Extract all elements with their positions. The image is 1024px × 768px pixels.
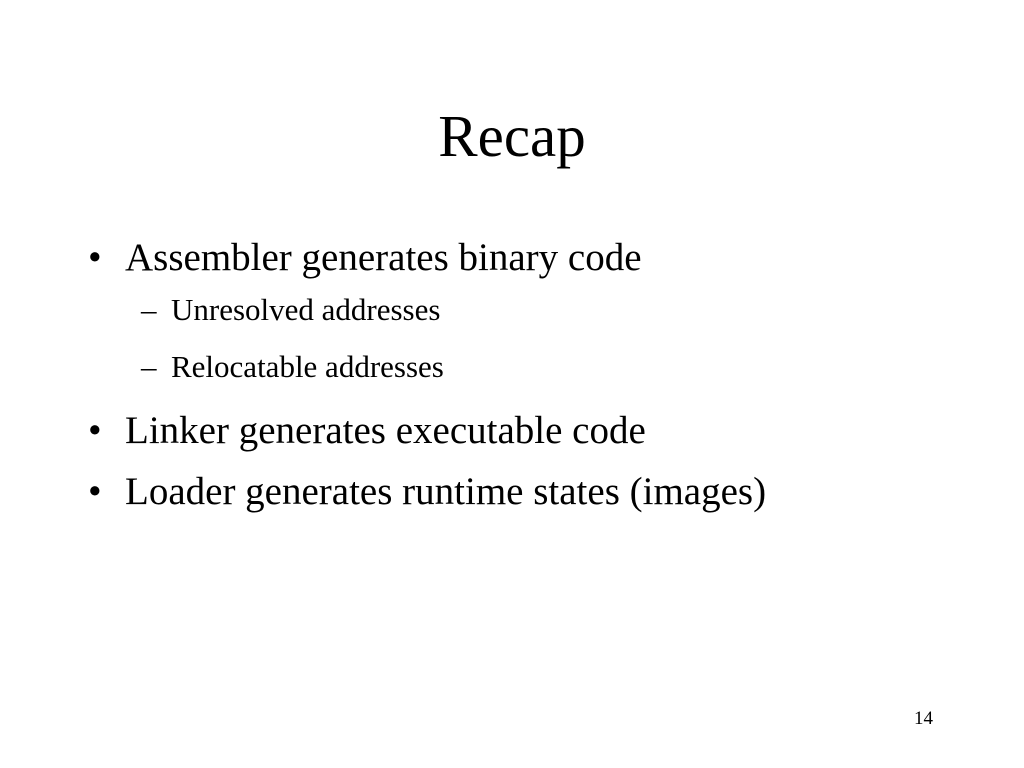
bullet-item-assembler: • Assembler generates binary code: [88, 232, 766, 284]
bullet-marker: •: [88, 409, 102, 452]
bullet-marker: •: [88, 236, 102, 279]
bullet-list: • Assembler generates binary code – Unre…: [88, 232, 766, 527]
page-number: 14: [914, 708, 933, 729]
subbullet-item-relocatable-addresses: – Relocatable addresses: [88, 345, 766, 389]
bullet-marker: •: [88, 470, 102, 513]
bullet-text: Loader generates runtime states (images): [125, 470, 767, 513]
subbullet-text: Relocatable addresses: [171, 349, 444, 384]
subbullet-marker: –: [141, 292, 157, 327]
subbullet-marker: –: [141, 349, 157, 384]
subbullet-item-unresolved-addresses: – Unresolved addresses: [88, 288, 766, 332]
bullet-text: Assembler generates binary code: [125, 236, 642, 279]
bullet-text: Linker generates executable code: [125, 409, 646, 452]
bullet-item-linker: • Linker generates executable code: [88, 405, 766, 457]
slide-title: Recap: [438, 103, 586, 169]
subbullet-text: Unresolved addresses: [171, 292, 441, 327]
bullet-item-loader: • Loader generates runtime states (image…: [88, 466, 766, 518]
